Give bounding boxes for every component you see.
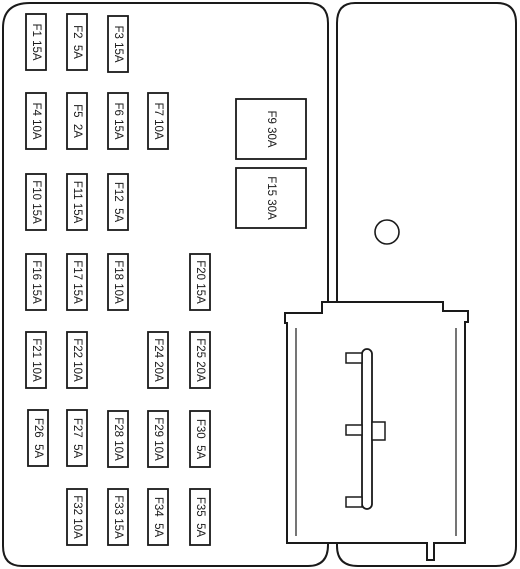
relay-panel-outline — [336, 2, 517, 567]
fuse-f35-body — [189, 488, 211, 546]
fuse-f2-label: F2 5A — [71, 25, 83, 59]
fuse-f4: F4 10A — [25, 92, 47, 150]
fuse-f28-label: F28 10A — [112, 417, 124, 461]
fuse-f20: F20 15A — [189, 253, 211, 311]
fuse-f16-label: F16 15A — [30, 260, 42, 304]
fuse-f27: F27 5A — [66, 409, 88, 467]
fuse-f26-body — [27, 409, 49, 467]
fuse-panel-outline — [2, 2, 329, 567]
fuse-f24-body — [147, 331, 169, 389]
connector-pin-top — [345, 352, 363, 364]
fuse-f33: F33 15A — [107, 488, 129, 546]
fuse-f18-label: F18 10A — [112, 260, 124, 304]
fuse-f15-label: F15 30A — [265, 176, 277, 220]
fuse-f30: F30 5A — [189, 410, 211, 468]
fuse-f20-label: F20 15A — [194, 260, 206, 304]
fuse-f17-body — [66, 253, 88, 311]
fuse-f1-body — [25, 13, 47, 71]
fuse-f34-body — [147, 488, 169, 546]
connector-pin-middle — [345, 424, 363, 436]
fuse-f7-body — [147, 92, 169, 150]
fuse-f16: F16 15A — [25, 253, 47, 311]
fuse-f24: F24 20A — [147, 331, 169, 389]
fuse-f22-label: F22 10A — [71, 338, 83, 382]
fuse-f3-body — [107, 15, 129, 73]
fuse-f29: F29 10A — [147, 410, 169, 468]
fuse-f34: F34 5A — [147, 488, 169, 546]
fuse-f6: F6 15A — [107, 92, 129, 150]
fuse-f3-label: F3 15A — [112, 25, 124, 62]
fuse-f21: F21 10A — [25, 331, 47, 389]
fuse-f17-label: F17 15A — [71, 260, 83, 304]
fuse-f25-body — [189, 331, 211, 389]
fuse-f21-label: F21 10A — [30, 338, 42, 382]
fuse-f7: F7 10A — [147, 92, 169, 150]
connector-pin-bottom — [345, 496, 363, 508]
fuse-f25-label: F25 20A — [194, 338, 206, 382]
fuse-f4-label: F4 10A — [30, 102, 42, 139]
fuse-f1-label: F1 15A — [30, 23, 42, 60]
fuse-f25: F25 20A — [189, 331, 211, 389]
fuse-f22: F22 10A — [66, 331, 88, 389]
fuse-f15-body — [235, 167, 307, 229]
mounting-hole — [374, 219, 400, 245]
fuse-f5: F5 2A — [66, 92, 88, 150]
fuse-f30-label: F30 5A — [194, 419, 206, 460]
connector-tab — [371, 421, 386, 441]
fuse-f6-body — [107, 92, 129, 150]
fuse-f28: F28 10A — [107, 410, 129, 468]
fuse-f17: F17 15A — [66, 253, 88, 311]
fuse-f20-body — [189, 253, 211, 311]
fuse-f12: F12 5A — [107, 173, 129, 231]
fuse-f3: F3 15A — [107, 15, 129, 73]
fuse-f1: F1 15A — [25, 13, 47, 71]
fuse-f7-label: F7 10A — [152, 102, 164, 139]
fuse-f2-body — [66, 13, 88, 71]
fuse-f30-body — [189, 410, 211, 468]
fuse-f26-label: F26 5A — [32, 418, 44, 459]
fuse-f35-label: F35 5A — [194, 497, 206, 538]
fuse-f5-label: F5 2A — [71, 104, 83, 138]
fuse-f5-body — [66, 92, 88, 150]
fuse-f24-label: F24 20A — [152, 338, 164, 382]
fuse-f29-body — [147, 410, 169, 468]
fuse-f18-body — [107, 253, 129, 311]
fuse-f33-label: F33 15A — [112, 495, 124, 539]
fuse-f15: F15 30A — [235, 167, 307, 229]
fuse-f33-body — [107, 488, 129, 546]
fuse-f21-body — [25, 331, 47, 389]
fuse-f29-label: F29 10A — [152, 417, 164, 461]
fuse-f12-body — [107, 173, 129, 231]
fuse-f9-label: F9 30A — [265, 110, 277, 147]
fuse-f4-body — [25, 92, 47, 150]
fuse-f9: F9 30A — [235, 98, 307, 160]
fuse-f35: F35 5A — [189, 488, 211, 546]
fuse-f2: F2 5A — [66, 13, 88, 71]
fuse-f10: F10 15A — [25, 173, 47, 231]
fuse-f27-body — [66, 409, 88, 467]
connector-latch-bar — [361, 348, 373, 510]
fuse-f9-body — [235, 98, 307, 160]
fuse-f16-body — [25, 253, 47, 311]
fuse-f10-body — [25, 173, 47, 231]
fuse-f12-label: F12 5A — [112, 182, 124, 223]
fuse-f11-label: F11 15A — [71, 181, 83, 224]
fuse-f22-body — [66, 331, 88, 389]
fuse-f6-label: F6 15A — [112, 102, 124, 139]
fuse-f32: F32 10A — [66, 488, 88, 546]
fuse-f32-label: F32 10A — [71, 495, 83, 539]
fuse-f18: F18 10A — [107, 253, 129, 311]
fuse-f28-body — [107, 410, 129, 468]
fuse-f11: F11 15A — [66, 173, 88, 231]
fuse-f11-body — [66, 173, 88, 231]
fuse-f32-body — [66, 488, 88, 546]
fuse-f10-label: F10 15A — [30, 180, 42, 224]
fuse-f34-label: F34 5A — [152, 497, 164, 538]
fuse-f26: F26 5A — [27, 409, 49, 467]
fuse-f27-label: F27 5A — [71, 418, 83, 459]
